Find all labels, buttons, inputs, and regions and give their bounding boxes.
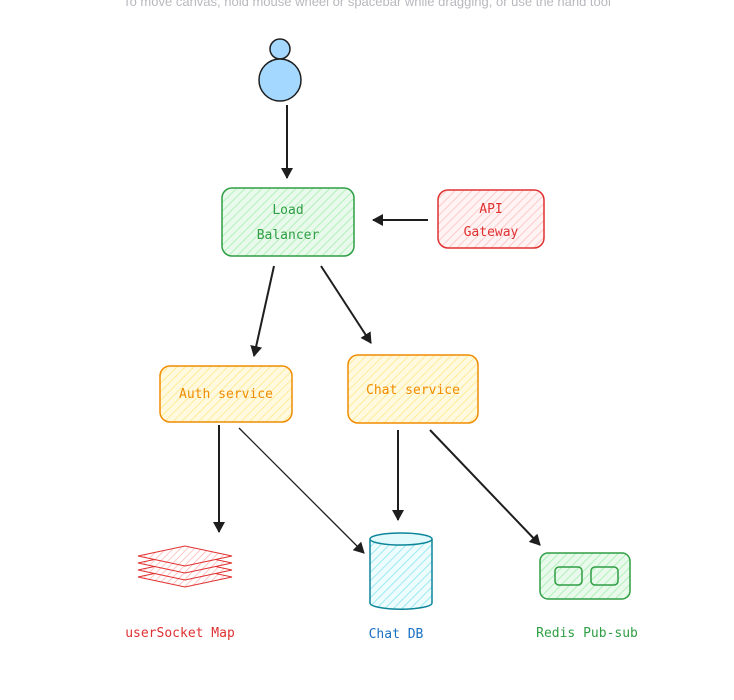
chat-db-label: Chat DB — [369, 627, 424, 642]
canvas-hint: To move canvas, hold mouse wheel or spac… — [123, 0, 611, 9]
arrow-load-balancer-to-chat-service[interactable] — [320, 265, 372, 344]
auth-service-label: Auth service — [179, 387, 273, 402]
redis-pubsub-label: Redis Pub-sub — [536, 626, 638, 641]
chat-service-label: Chat service — [366, 383, 460, 398]
arrow-auth-service-to-chat-db[interactable] — [238, 427, 365, 554]
stacked-layers-icon[interactable] — [137, 545, 233, 588]
arrow-chat-service-to-redis-pubsub[interactable] — [429, 429, 541, 546]
auth-service-node[interactable]: Auth service — [159, 365, 293, 423]
load-balancer-label-line2: Balancer — [257, 228, 320, 243]
chat-service-node[interactable]: Chat service — [347, 354, 479, 424]
user-socket-map-label: userSocket Map — [125, 626, 235, 641]
user-icon[interactable] — [258, 38, 302, 102]
load-balancer-label-line1: Load — [272, 203, 303, 218]
api-gateway-node[interactable]: API Gateway — [437, 189, 545, 249]
api-gateway-label-line1: API — [479, 202, 502, 217]
database-cylinder-icon[interactable] — [369, 532, 433, 610]
load-balancer-node[interactable]: Load Balancer — [221, 187, 355, 257]
pubsub-device-icon[interactable] — [539, 552, 631, 600]
api-gateway-label-line2: Gateway — [464, 225, 519, 240]
arrow-load-balancer-to-auth-service[interactable] — [250, 265, 275, 357]
